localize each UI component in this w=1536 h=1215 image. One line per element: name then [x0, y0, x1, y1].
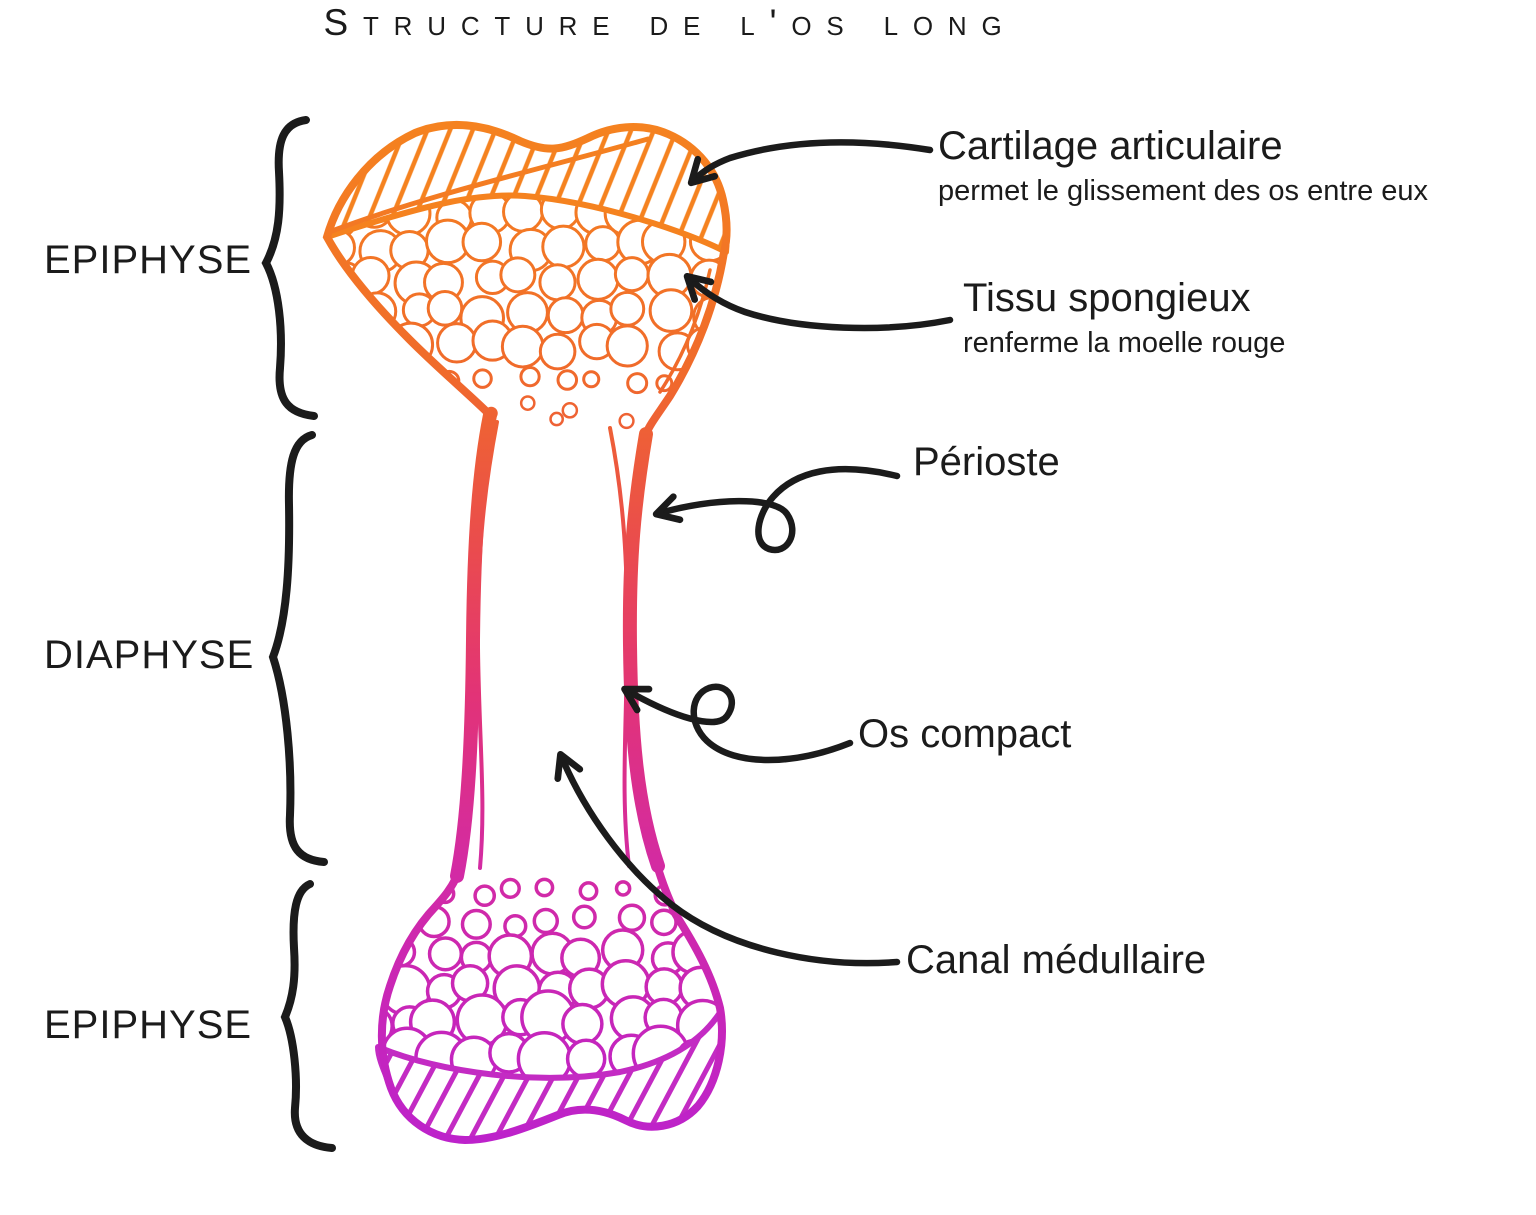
annotation-cartilage: Cartilage articulaire permet le glisseme… [938, 124, 1428, 208]
inner-wall-left [475, 420, 499, 870]
inner-wall-right [608, 426, 631, 868]
section-label-epiphysis-top: EPIPHYSE [44, 238, 253, 282]
annotation-cartilage-label: Cartilage articulaire [938, 124, 1283, 168]
overlap-contour-top [329, 136, 651, 234]
annotation-canal-medullaire: Canal médullaire [906, 938, 1206, 982]
annotation-tissu-description: renferme la moelle rouge [963, 327, 1286, 359]
annotation-os-compact-label: Os compact [858, 712, 1072, 756]
annotation-os-compact: Os compact [858, 712, 1071, 756]
annotation-perioste: Périoste [913, 440, 1060, 484]
annotation-perioste-label: Périoste [913, 440, 1060, 484]
arrow-tissu-spongieux [683, 272, 954, 332]
brace-diaphysis [268, 431, 328, 866]
spongy-tissue-bottom [379, 877, 720, 1078]
page-title: Structure de l'os long [323, 2, 1017, 43]
inner-contour-epiphysis-left [346, 264, 434, 364]
compact-bone-band-left [450, 408, 497, 883]
brace-epiphysis-bottom [280, 880, 336, 1152]
arrow-os-compact [621, 683, 854, 764]
compact-bone-band-right [622, 427, 665, 873]
annotation-tissu-spongieux: Tissu spongieux renferme la moelle rouge [963, 276, 1285, 360]
section-label-epiphysis-bottom: EPIPHYSE [44, 1003, 253, 1047]
arrow-cartilage [687, 139, 934, 187]
brace-epiphysis-top [261, 116, 318, 420]
arrow-canal-medullaire [554, 750, 901, 967]
section-label-diaphysis: DIAPHYSE [44, 633, 255, 677]
annotation-tissu-label: Tissu spongieux [963, 276, 1251, 320]
arrow-perioste [652, 465, 901, 554]
annotation-cartilage-description: permet le glissement des os entre eux [938, 175, 1429, 207]
annotation-canal-label: Canal médullaire [906, 938, 1207, 982]
